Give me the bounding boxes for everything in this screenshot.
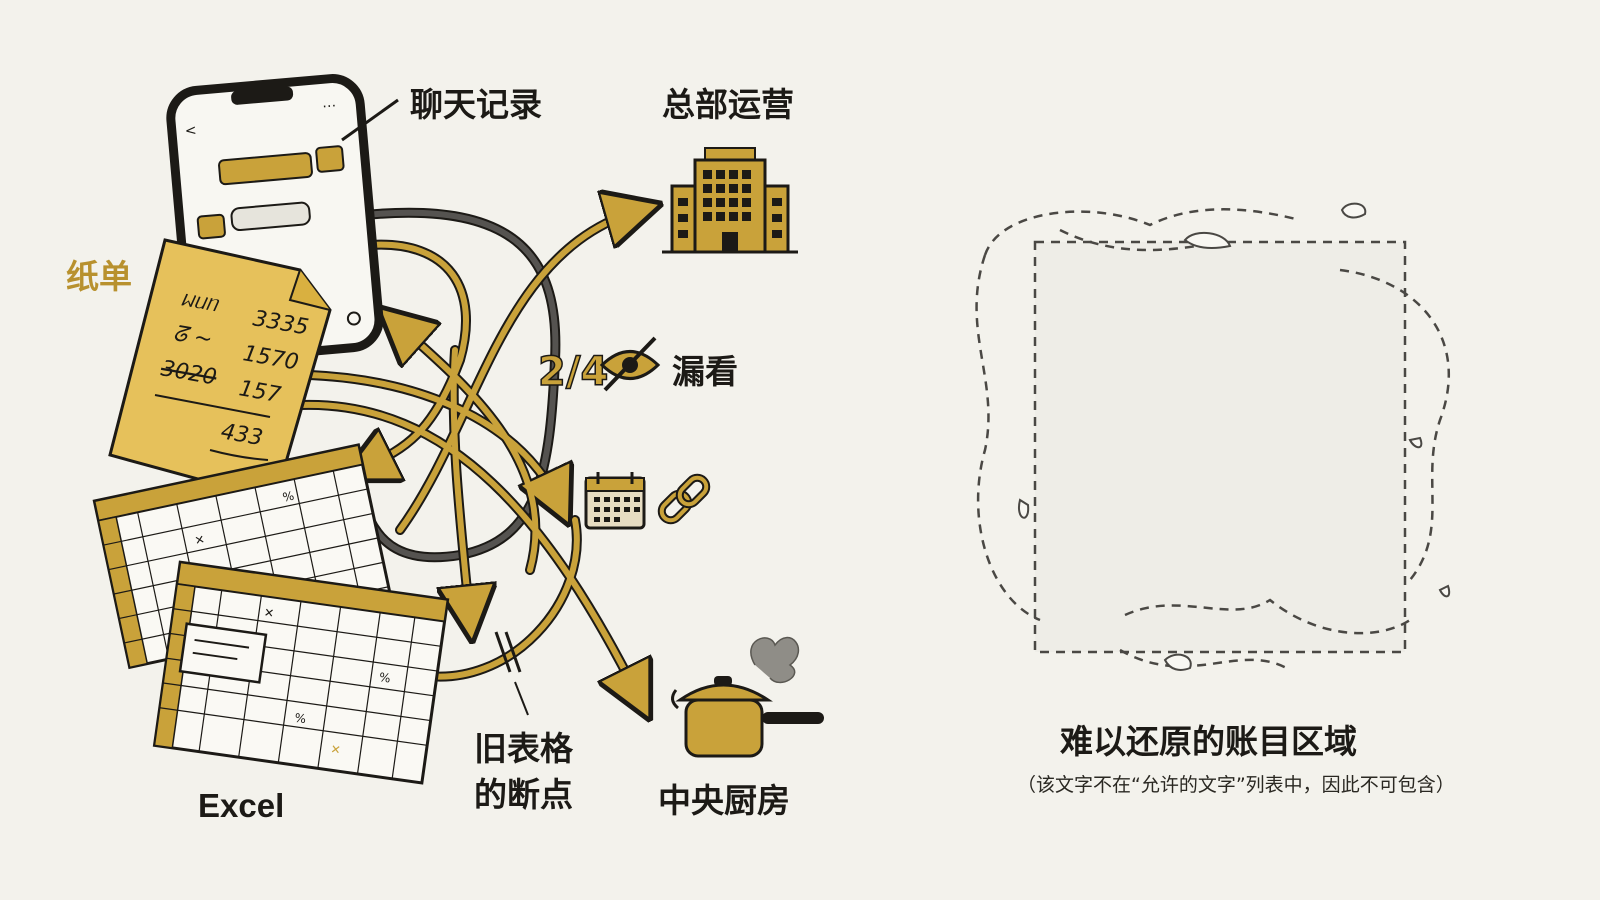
label-old-sheet-breakpoint: 旧表格 的断点 (474, 726, 594, 818)
break-marks (494, 631, 529, 716)
arrow-chat-to-excel (360, 241, 469, 470)
label-missed: 漏看 (672, 352, 738, 391)
arrow-to-kitchen (297, 401, 640, 700)
spreadsheet-icon-front: ✕ % % ✕ (152, 560, 450, 785)
fraction-badge: 2/4 (537, 348, 609, 396)
label-old-sheet-line1: 旧表格 (474, 729, 573, 768)
building-icon (662, 147, 798, 254)
flow-arrows (295, 210, 640, 700)
arrow-to-headquarters (397, 210, 640, 533)
svg-text:✕: ✕ (330, 742, 342, 757)
label-central-kitchen: 中央厨房 (658, 781, 790, 820)
arrow-down-to-break (454, 347, 470, 620)
arrow-kitchen-return (417, 517, 580, 680)
svg-text:%: % (294, 711, 307, 726)
pot-icon (671, 636, 824, 758)
label-unrecoverable-region: 难以还原的账目区域 (1060, 722, 1357, 761)
svg-text:✕: ✕ (193, 532, 206, 548)
svg-text:<: < (184, 123, 197, 140)
link-icon (657, 473, 711, 525)
calendar-icon (584, 472, 646, 530)
arrow-back-to-phone (395, 322, 539, 573)
eye-slash-icon (599, 336, 661, 392)
label-paper-slips: 纸单 (66, 257, 132, 296)
label-headquarters: 总部运营 (662, 85, 794, 124)
svg-text:%: % (281, 489, 295, 505)
label-old-sheet-line2: 的断点 (474, 775, 573, 814)
arrow-paper-to-calendar (307, 372, 560, 505)
label-note: （该文字不在“允许的文字”列表中，因此不可包含） (1017, 774, 1455, 796)
fraction-text: 2/4 (538, 349, 608, 395)
svg-text:…: … (321, 94, 336, 111)
label-excel: Excel (198, 787, 285, 824)
svg-text:%: % (378, 670, 391, 685)
unrecoverable-region-illustration (975, 202, 1451, 672)
receipt-icon: ᥕᥙᥒ 3335 ᘔ ~ 1570 3020 157 433 (108, 238, 332, 502)
svg-text:✕: ✕ (263, 605, 275, 620)
label-chat-records: 聊天记录 (410, 85, 542, 124)
